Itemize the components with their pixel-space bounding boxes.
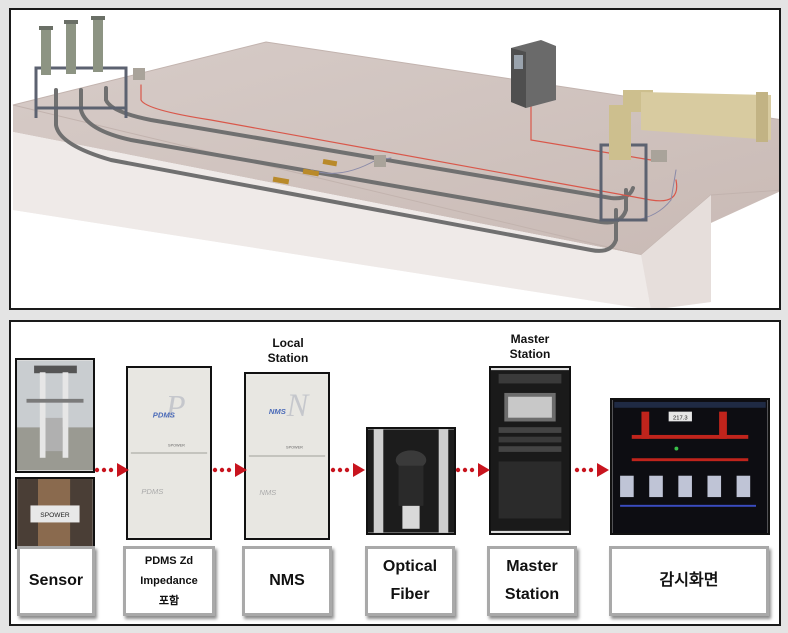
svg-text:N: N: [286, 388, 311, 424]
optical-fiber-label-box: Optical Fiber: [365, 546, 455, 616]
sensor-closeup-image: SPOWER: [17, 479, 93, 547]
ground-slab: [12, 41, 779, 308]
dotted-arrow-icon: [455, 463, 490, 477]
pdms-cabinet: [511, 40, 556, 108]
master-station-caption: Master Station: [500, 332, 560, 362]
pdms-label-line1: PDMS Zd: [144, 555, 194, 567]
gis-termination: [374, 90, 771, 222]
pdms-brand-text: SPOWER: [168, 443, 185, 447]
flow-arrow-1: [93, 462, 133, 478]
master-station-caption-line1: Master: [510, 332, 550, 346]
monitoring-screen-image: 217.3: [612, 400, 768, 533]
nms-cabinet-image: N NMS SPOWER NMS: [246, 375, 328, 537]
optical-fiber-label-line2: Fiber: [390, 586, 430, 603]
flow-arrow-4: [454, 462, 494, 478]
optical-fiber-label-line1: Optical: [382, 558, 438, 575]
sensor-photo-top: [15, 358, 95, 473]
master-station-rack-image: [491, 370, 569, 531]
monitor-label-box: 감시화면: [609, 546, 769, 616]
optical-fiber-image: [368, 429, 454, 533]
master-station-label-line1: Master: [506, 558, 558, 575]
master-station-caption-line2: Station: [509, 347, 551, 361]
local-station-caption: Local Station: [258, 336, 318, 366]
flow-arrow-5: [573, 462, 613, 478]
dotted-arrow-icon: [94, 463, 129, 477]
sensor-installation-image: [17, 360, 93, 471]
pdms-cabinet-photo: P PDMS SPOWER PDMS: [126, 366, 212, 540]
flow-arrow-3: [329, 462, 369, 478]
flow-arrow-2: [211, 462, 251, 478]
pdms-logo-text: PDMS: [153, 411, 175, 420]
master-station-label-box: Master Station: [487, 546, 577, 616]
dotted-arrow-icon: [330, 463, 365, 477]
dotted-arrow-icon: [212, 463, 247, 477]
nms-cabinet-photo: N NMS SPOWER NMS: [244, 372, 330, 540]
dotted-arrow-icon: [574, 463, 609, 477]
sensor-label-box: Sensor: [17, 546, 95, 616]
pdms-lower-text: PDMS: [141, 487, 163, 496]
master-station-label-line2: Station: [504, 586, 560, 603]
optical-fiber-photo: [366, 427, 456, 535]
pdms-label-line3: 포함: [158, 595, 180, 607]
cable-layout-illustration: [12, 16, 779, 308]
svg-text:P: P: [165, 390, 186, 426]
sensor-brand-text: SPOWER: [40, 512, 70, 519]
cable-joints: [272, 158, 338, 185]
nms-brand-text: SPOWER: [286, 445, 303, 449]
pdms-label-line2: Impedance: [140, 575, 198, 587]
nms-label: NMS: [269, 572, 305, 589]
local-station-caption-line1: Local: [272, 336, 304, 350]
nms-lower-text: NMS: [259, 488, 276, 497]
nms-label-box: NMS: [242, 546, 332, 616]
outdoor-terminations: [34, 16, 145, 118]
nms-logo-text: NMS: [269, 407, 286, 416]
monitoring-flow-panel: SPOWER P PDMS SPOWER PDMS N NMS SPOWER N…: [9, 320, 781, 626]
pdms-label-box: PDMS Zd Impedance 포함: [123, 546, 215, 616]
local-station-caption-line2: Station: [267, 351, 309, 365]
pdms-cabinet-image: P PDMS SPOWER PDMS: [128, 370, 210, 536]
monitor-label: 감시화면: [659, 572, 719, 589]
monitor-screen-photo: 217.3: [610, 398, 770, 535]
sensor-photo-bottom: SPOWER: [15, 477, 95, 549]
master-station-rack-photo: [489, 366, 571, 535]
monitor-readout-text: 217.3: [673, 415, 688, 421]
sensor-label: Sensor: [28, 572, 84, 589]
cable-layout-illustration-panel: [9, 8, 781, 310]
